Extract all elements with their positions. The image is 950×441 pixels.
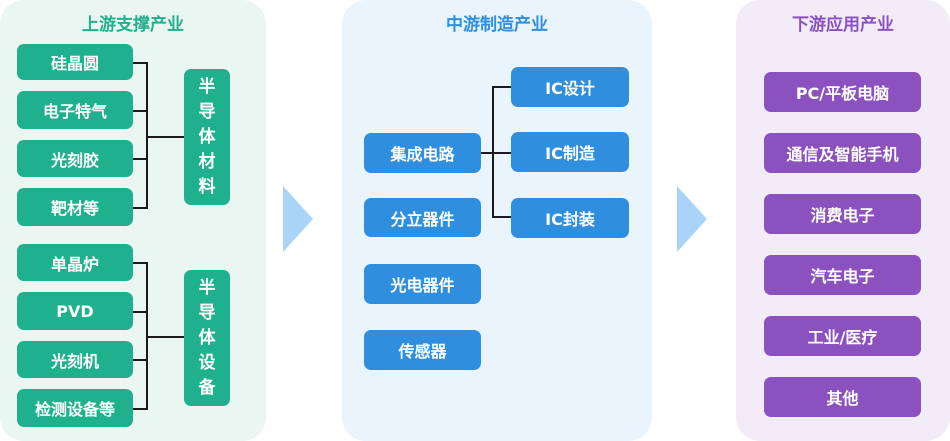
equipment-inspection: 检测设备等 [17, 389, 133, 427]
downstream-panel: 下游应用产业 PC/平板电脑 通信及智能手机 消费电子 汽车电子 工业/医疗 其… [736, 0, 950, 441]
connector [133, 262, 147, 264]
connector [146, 336, 184, 338]
flow-arrow-icon [677, 186, 707, 252]
group-char: 半 [198, 277, 216, 298]
app-industrial-medical: 工业/医疗 [764, 316, 921, 356]
connector [146, 136, 184, 138]
midstream-panel: 中游制造产业 集成电路 分立器件 光电器件 传感器 IC设计 IC制造 IC封装 [342, 0, 652, 441]
sensor: 传感器 [364, 330, 481, 370]
app-other: 其他 [764, 377, 921, 417]
material-photoresist: 光刻胶 [17, 140, 133, 177]
group-char: 导 [198, 302, 216, 323]
connector [133, 207, 147, 209]
material-silicon-wafer: 硅晶圆 [17, 44, 133, 80]
connector [133, 110, 147, 112]
group-char: 材 [198, 151, 216, 172]
connector [133, 158, 147, 160]
equipment-lithography: 光刻机 [17, 341, 133, 378]
equipment-crystal-furnace: 单晶炉 [17, 244, 133, 281]
connector [133, 408, 147, 410]
connector [133, 311, 147, 313]
material-electronic-gas: 电子特气 [17, 91, 133, 129]
equipment-pvd: PVD [17, 292, 133, 330]
connector [492, 152, 511, 154]
group-char: 体 [198, 126, 216, 147]
connector [481, 152, 493, 154]
connector [133, 359, 147, 361]
connector [492, 216, 511, 218]
optoelectronic-device: 光电器件 [364, 264, 481, 304]
app-communication-phone: 通信及智能手机 [764, 133, 921, 173]
upstream-panel: 上游支撑产业 硅晶圆 电子特气 光刻胶 靶材等 半 导 体 材 料 单晶炉 PV… [0, 0, 266, 441]
upstream-title: 上游支撑产业 [82, 15, 184, 35]
downstream-title: 下游应用产业 [792, 15, 894, 35]
integrated-circuit: 集成电路 [364, 133, 481, 173]
connector [146, 62, 148, 209]
midstream-title: 中游制造产业 [446, 15, 548, 35]
material-target: 靶材等 [17, 188, 133, 226]
ic-packaging: IC封装 [511, 198, 629, 238]
group-char: 半 [198, 76, 216, 97]
app-pc-tablet: PC/平板电脑 [764, 72, 921, 112]
flow-arrow-icon [283, 186, 313, 252]
discrete-device: 分立器件 [364, 198, 481, 237]
app-automotive-electronics: 汽车电子 [764, 255, 921, 295]
group-char: 备 [198, 377, 216, 398]
app-consumer-electronics: 消费电子 [764, 194, 921, 234]
ic-design: IC设计 [511, 67, 629, 107]
group-char: 设 [198, 352, 216, 373]
semiconductor-equipment-group: 半 导 体 设 备 [184, 270, 230, 406]
group-char: 料 [198, 176, 216, 197]
ic-manufacturing: IC制造 [511, 132, 629, 172]
group-char: 导 [198, 101, 216, 122]
connector [492, 86, 511, 88]
semiconductor-materials-group: 半 导 体 材 料 [184, 69, 230, 205]
group-char: 体 [198, 327, 216, 348]
connector [133, 62, 147, 64]
